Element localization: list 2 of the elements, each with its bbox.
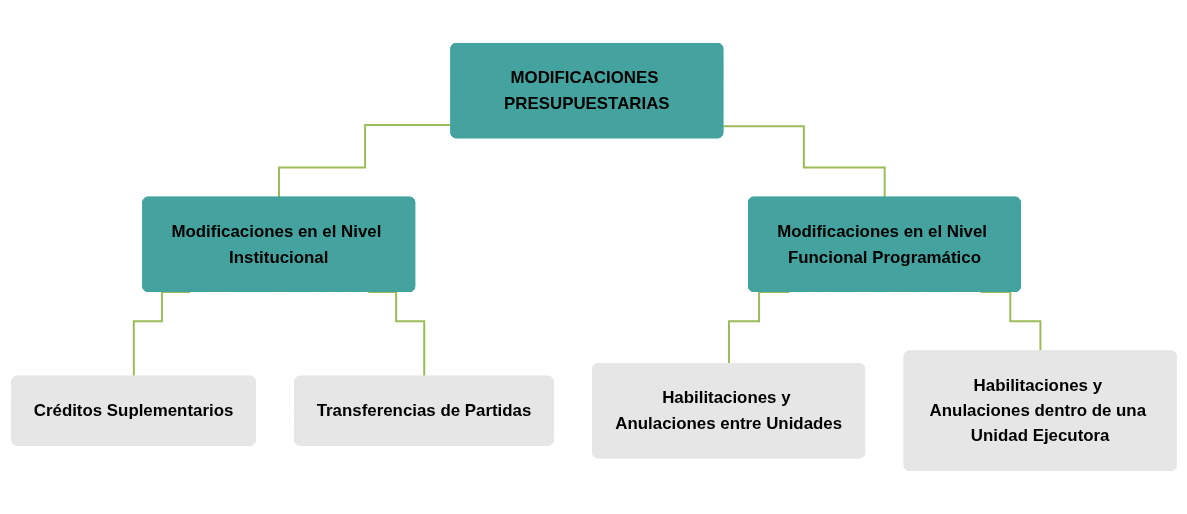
connector — [721, 125, 886, 199]
connector — [277, 124, 452, 199]
